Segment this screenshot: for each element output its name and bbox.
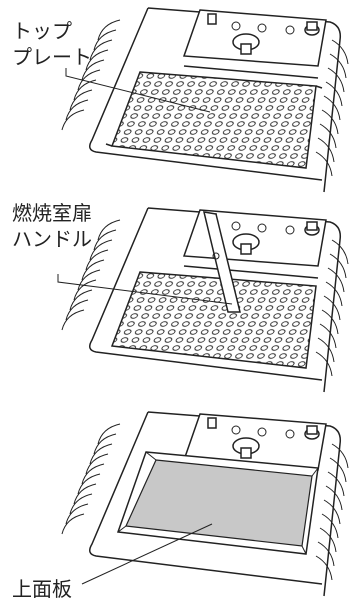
label-line-2: プレート	[12, 45, 92, 69]
panel-top-plate: トップ プレート	[12, 7, 349, 193]
label-line-1: 上面板	[12, 577, 72, 601]
door-handle	[203, 211, 241, 313]
top-plate-grid	[110, 71, 317, 169]
panel-combustion-door-handle: 燃焼室扉 ハンドル	[12, 201, 349, 393]
leader-line	[81, 523, 213, 585]
label-line-1: トップ	[12, 19, 72, 43]
leader-line	[65, 68, 211, 113]
top-plate-grid	[110, 271, 317, 369]
panel-top-board: 上面板	[12, 411, 349, 601]
label-line-2: ハンドル	[12, 227, 92, 251]
label-line-1: 燃焼室扉	[12, 201, 92, 225]
leader-line	[57, 274, 233, 305]
